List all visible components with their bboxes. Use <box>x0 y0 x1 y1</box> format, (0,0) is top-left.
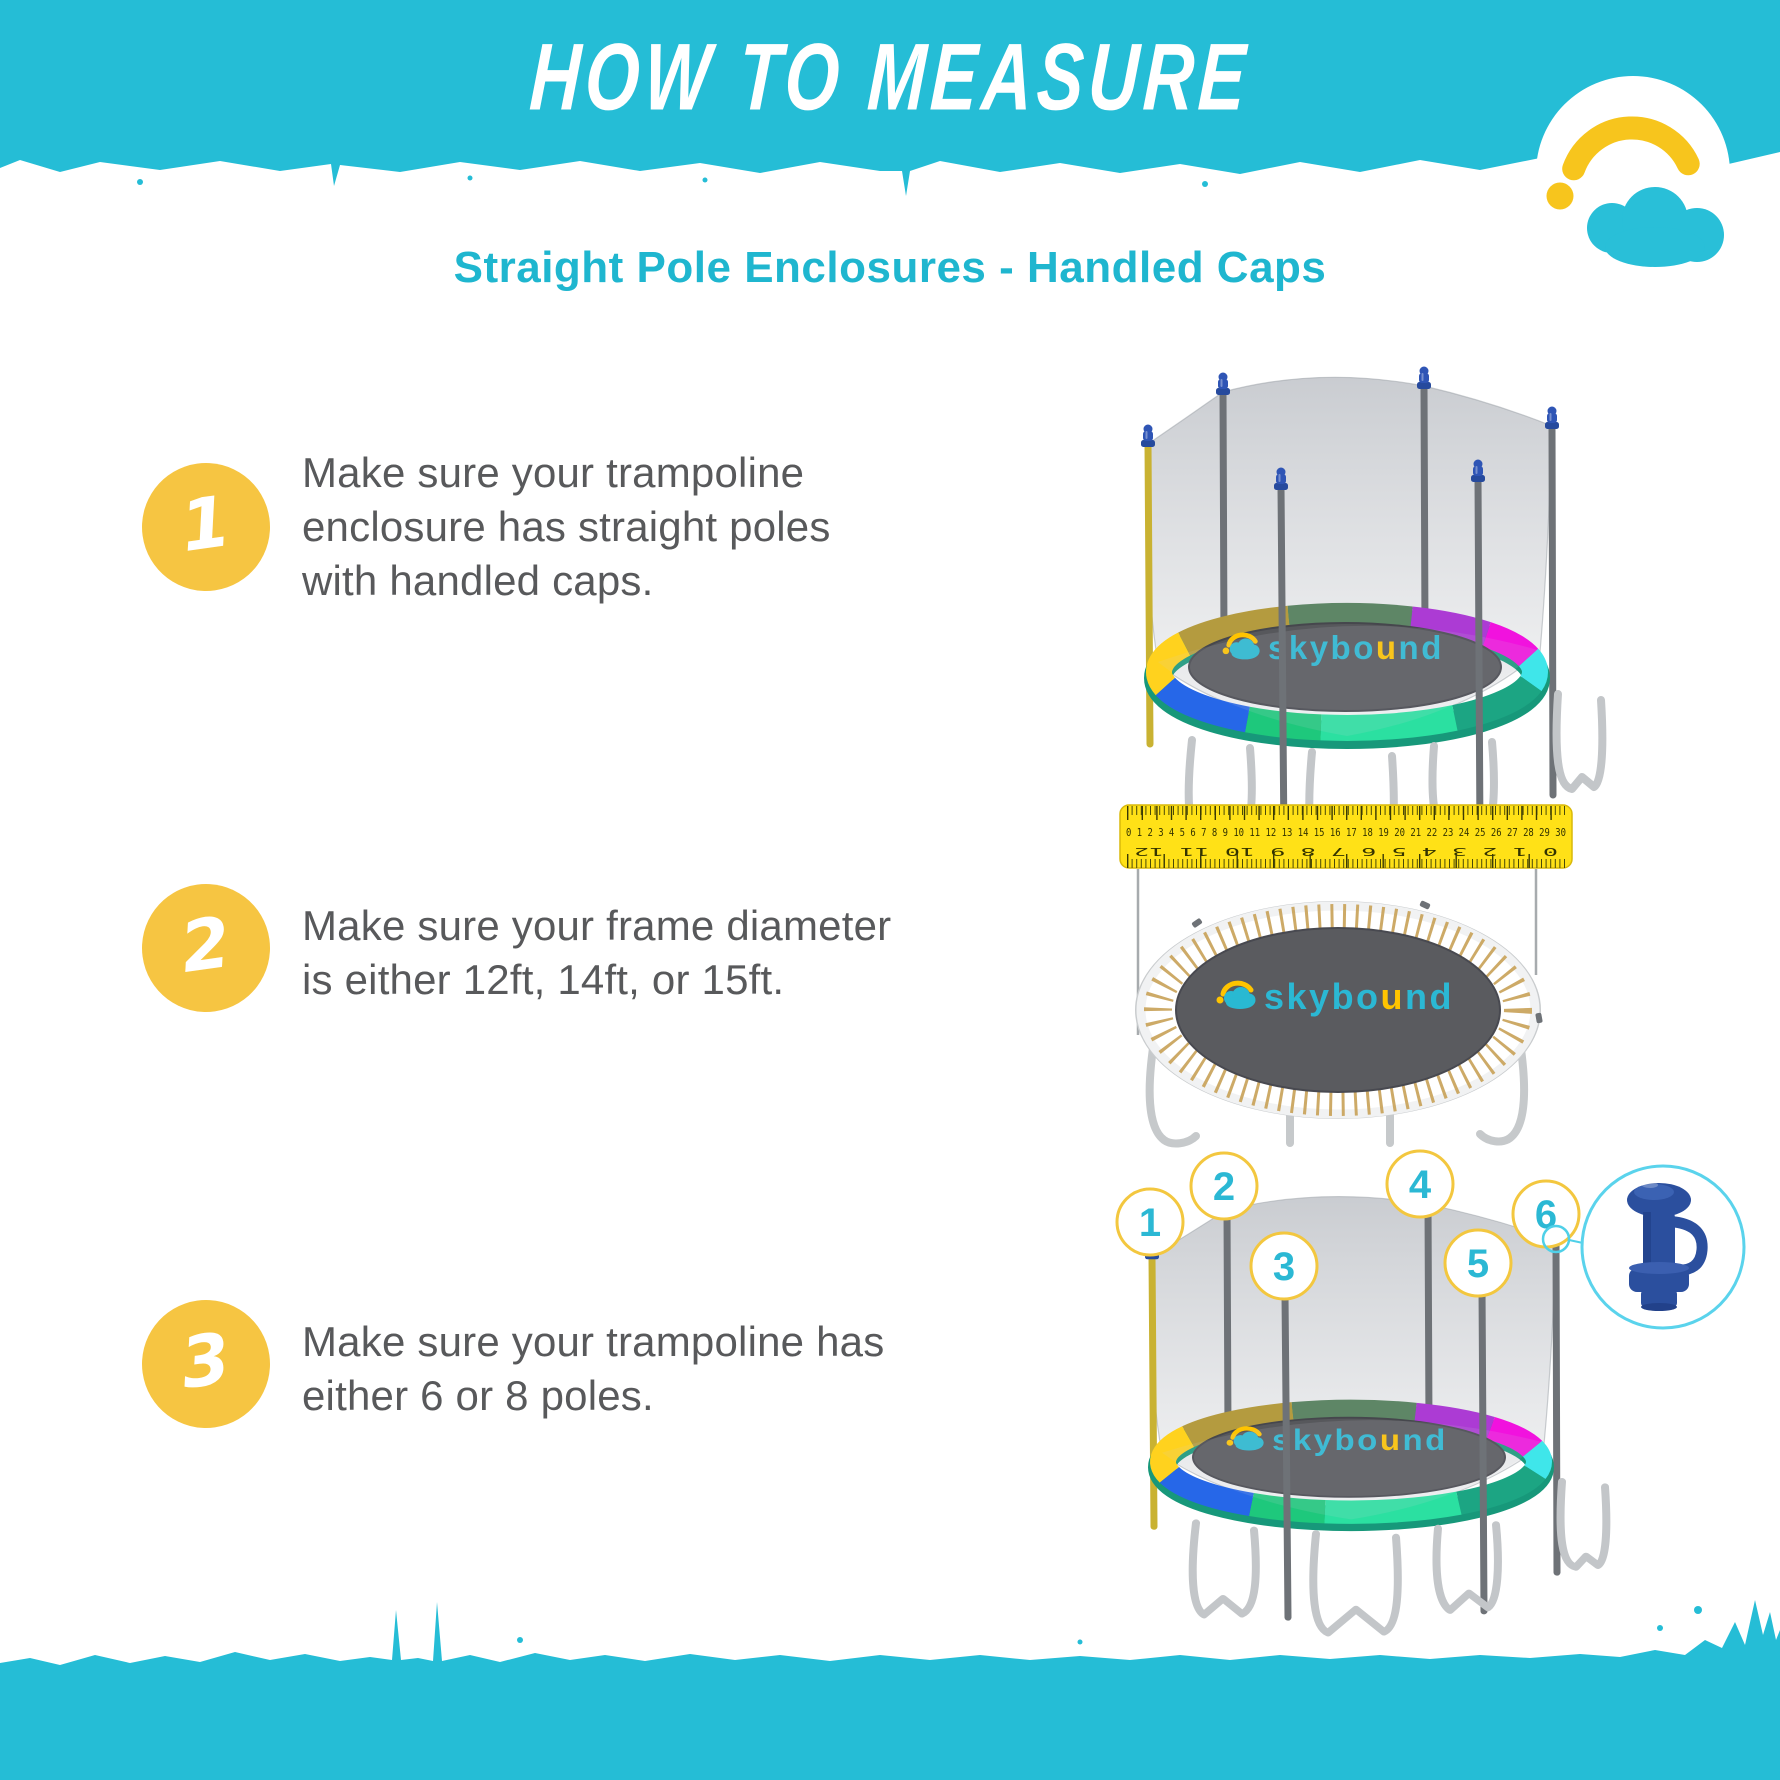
cap-highlight-ring <box>1541 1224 1571 1254</box>
rainbow-arc-icon <box>1562 116 1700 181</box>
svg-text:5: 5 <box>1467 1242 1489 1286</box>
pole-badge-1: 1 <box>1115 1187 1185 1257</box>
svg-text:4: 4 <box>1409 1163 1432 1207</box>
footer-band <box>0 1600 1780 1780</box>
handled-cap-icon <box>1627 1182 1708 1311</box>
skybound-wordmark: skybound <box>1264 976 1454 1017</box>
springs <box>1144 904 1532 1116</box>
pole-badge-4: 4 <box>1385 1149 1455 1219</box>
step-2-badge: 2 <box>133 875 279 1021</box>
pole-badge-3: 3 <box>1249 1231 1319 1301</box>
step-2-text: Make sure your frame diameter is either … <box>302 899 891 1007</box>
step-3-text: Make sure your trampoline has either 6 o… <box>302 1315 884 1423</box>
step-2-line-2: is either 12ft, 14ft, or 15ft. <box>302 956 785 1003</box>
pole-number-badges: 1 2 3 4 5 6 <box>1115 1149 1581 1301</box>
subtitle: Straight Pole Enclosures - Handled Caps <box>453 243 1327 292</box>
step-3-line-2: either 6 or 8 poles. <box>302 1372 654 1419</box>
step-2-number: 2 <box>175 901 236 990</box>
ruler: 0 1 2 3 4 5 6 7 8 9 10 11 12 13 14 15 16… <box>1119 804 1573 869</box>
svg-text:1: 1 <box>1139 1201 1161 1245</box>
pole-badge-5: 5 <box>1443 1228 1513 1298</box>
bare-frame-trampoline: skybound <box>1135 900 1543 1148</box>
svg-text:3: 3 <box>1273 1245 1295 1289</box>
handled-cap-inset <box>1580 1164 1746 1330</box>
step-3-line-1: Make sure your trampoline has <box>302 1318 885 1365</box>
illustration-pole-count: 1 2 3 4 5 6 <box>1115 1149 1746 1660</box>
rainbow-dot-icon <box>1546 182 1574 210</box>
step-3-number: 3 <box>175 1317 236 1406</box>
page-title: HOW TO MEASURE <box>527 24 1253 131</box>
illustration-frame-measurement: 0 1 2 3 4 5 6 7 8 9 10 11 12 13 14 15 16… <box>1119 804 1573 1148</box>
pole-badge-2: 2 <box>1189 1151 1259 1221</box>
step-1-line-3: with handled caps. <box>302 557 654 604</box>
step-1-text: Make sure your trampoline enclosure has … <box>302 446 831 608</box>
ruler-bottom-scale: 0 1 2 3 4 5 6 7 8 9 10 11 12 <box>1134 845 1558 858</box>
step-1-badge: 1 <box>133 454 279 600</box>
cloud-icon <box>1587 187 1724 267</box>
step-2-line-1: Make sure your frame diameter <box>302 902 892 949</box>
ruler-top-scale: 0 1 2 3 4 5 6 7 8 9 10 11 12 13 14 15 16… <box>1126 826 1566 839</box>
header-band <box>0 0 1780 270</box>
step-3-badge: 3 <box>133 1291 279 1437</box>
step-1-number: 1 <box>175 480 236 569</box>
svg-text:2: 2 <box>1213 1165 1235 1209</box>
brand-logo <box>1536 76 1730 270</box>
jump-mat <box>1175 927 1501 1093</box>
step-1-line-2: enclosure has straight poles <box>302 503 831 550</box>
step-1-line-1: Make sure your trampoline <box>302 449 805 496</box>
